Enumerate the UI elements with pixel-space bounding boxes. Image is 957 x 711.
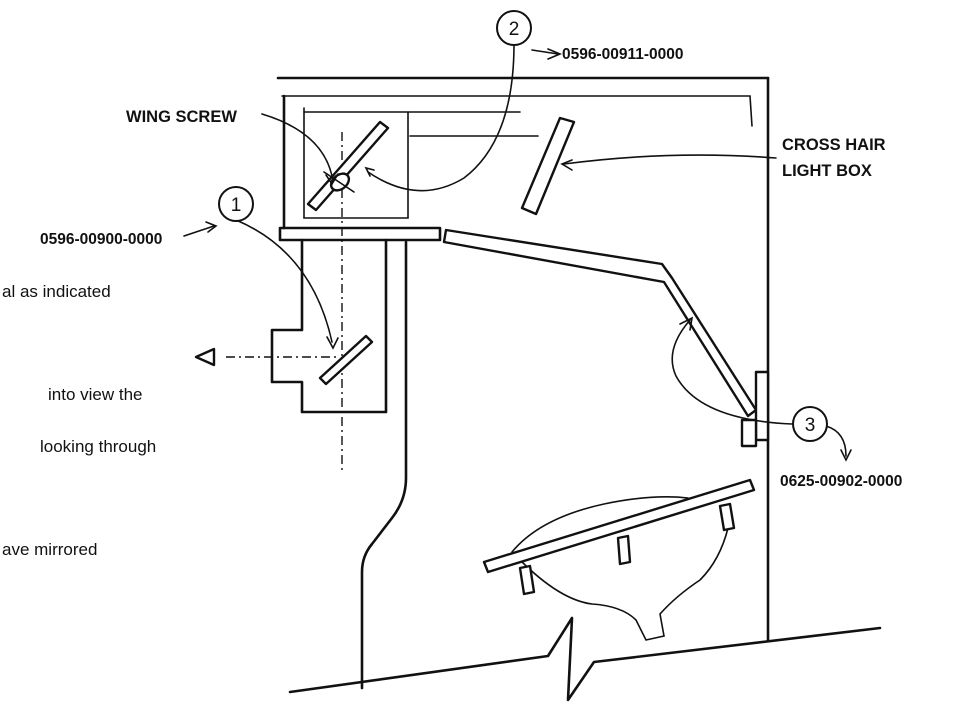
callout-number: 1 — [231, 195, 242, 216]
side-text-line3: looking through — [40, 437, 156, 456]
viewing-line — [194, 347, 336, 367]
callout-2: 2 — [496, 10, 532, 46]
callout-1: 1 — [218, 186, 254, 222]
callout-number: 3 — [805, 415, 816, 436]
center-column — [360, 240, 408, 690]
screen-assembly — [482, 478, 756, 641]
callout-3: 3 — [792, 406, 828, 442]
cross-hair-label-line2: LIGHT BOX — [782, 162, 872, 180]
side-text-line1: al as indicated — [2, 282, 111, 301]
side-text-line2: into view the — [48, 385, 143, 404]
angled-arm — [442, 228, 758, 418]
part-number-2: 0596-00911-0000 — [562, 46, 684, 63]
cross-hair-label-line1: CROSS HAIR — [782, 136, 886, 154]
part-number-1: 0596-00900-0000 — [40, 231, 162, 248]
mirror-2 — [306, 120, 390, 212]
leader-lines — [183, 43, 852, 462]
cross-hair-light-box — [520, 116, 576, 216]
cabinet-right-wall — [276, 76, 770, 642]
part-number-3: 0625-00902-0000 — [780, 473, 902, 490]
side-text-line4: ave mirrored — [2, 540, 97, 559]
wing-screw-label: WING SCREW — [126, 108, 237, 126]
left-column — [270, 238, 388, 414]
mirror-1 — [318, 334, 374, 386]
callout-number: 2 — [509, 19, 520, 40]
floor-line — [288, 616, 882, 702]
top-mirror-housing — [278, 94, 539, 242]
